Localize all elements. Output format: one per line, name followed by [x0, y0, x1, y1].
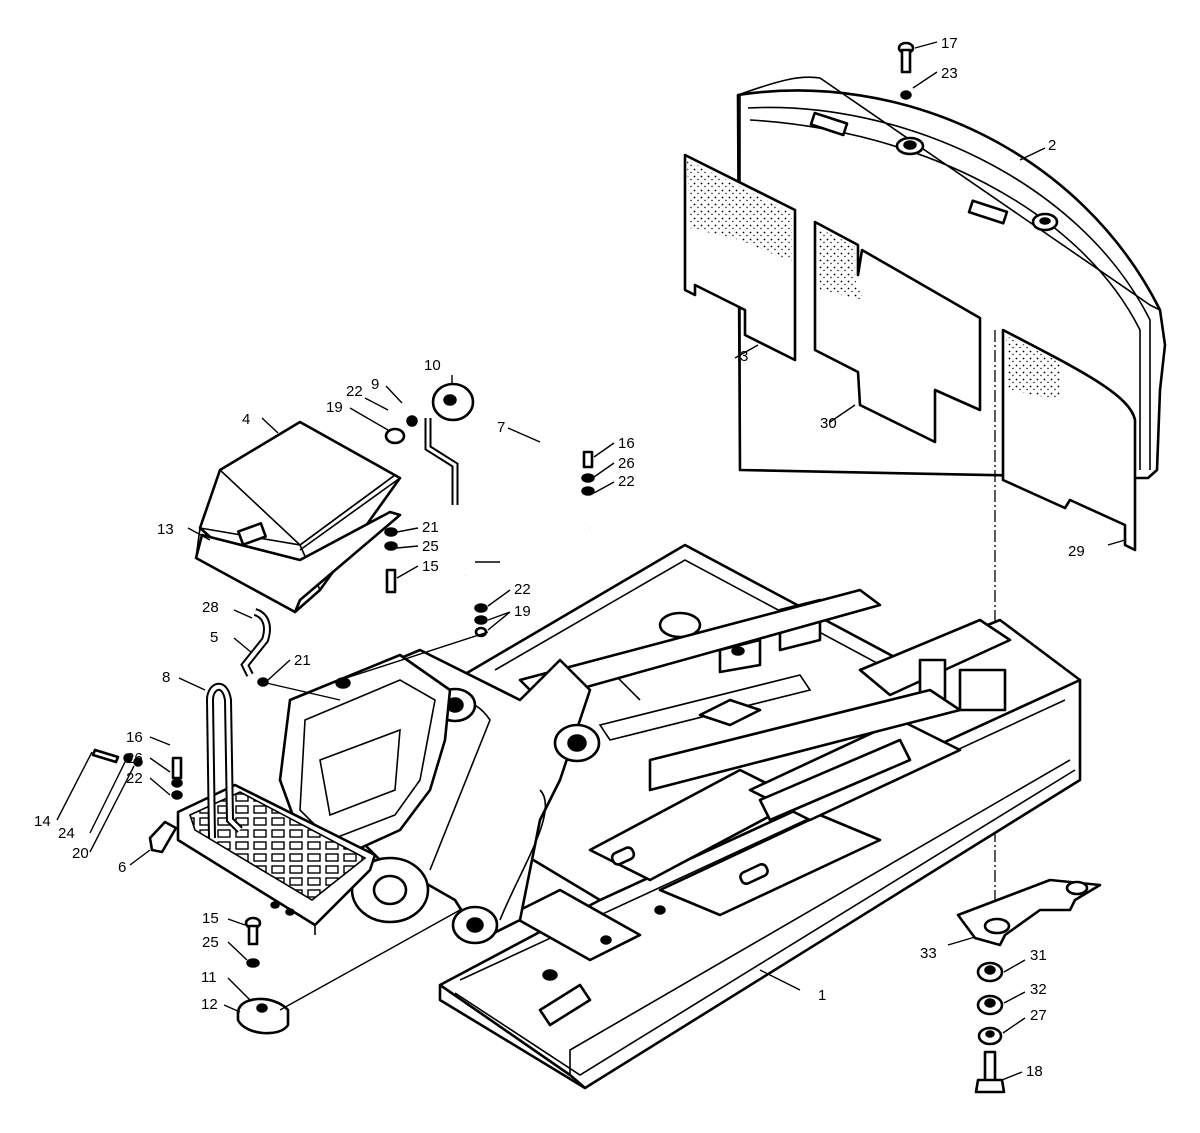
- boom-bracket: [278, 648, 601, 945]
- callout-17: 17: [941, 35, 958, 52]
- bolt-17: [897, 41, 915, 74]
- callout-23: 23: [941, 65, 958, 82]
- pipe-9: [424, 418, 459, 505]
- callout-labels: 1 2 3 4 5 6 7 8 9 10 11 12 13 14 15 15 1…: [34, 35, 1085, 1080]
- callout-20: 20: [72, 845, 89, 862]
- callout-6: 6: [118, 859, 126, 876]
- callout-26b: 26: [126, 750, 143, 767]
- callout-8: 8: [162, 669, 170, 686]
- nut-19: [384, 427, 406, 445]
- callout-27: 27: [1030, 1007, 1047, 1024]
- main-frame: [438, 543, 1082, 1090]
- callout-22d: 22: [126, 770, 143, 787]
- callout-21b: 21: [294, 652, 311, 669]
- callout-24: 24: [58, 825, 75, 842]
- mount-stack: [974, 961, 1006, 1094]
- callout-29: 29: [1068, 543, 1085, 560]
- handrail-8: [205, 682, 243, 839]
- horn-10: [431, 382, 475, 422]
- callout-31: 31: [1030, 947, 1047, 964]
- callout-22a: 22: [346, 383, 363, 400]
- callout-9: 9: [371, 376, 379, 393]
- cap-11-12: [236, 997, 290, 1035]
- battery-box: [278, 653, 452, 857]
- mount-plate-33: [956, 878, 1102, 947]
- plate-6: [148, 820, 178, 854]
- bolt-14: [91, 748, 143, 767]
- callout-30: 30: [820, 415, 837, 432]
- callout-1: 1: [818, 987, 826, 1004]
- gasket: [194, 510, 402, 614]
- callout-14: 14: [34, 813, 51, 830]
- callout-19a: 19: [326, 399, 343, 416]
- side-panel-right: [1001, 328, 1137, 552]
- callout-18: 18: [1026, 1063, 1043, 1080]
- callout-28: 28: [202, 599, 219, 616]
- callout-33: 33: [920, 945, 937, 962]
- callout-16b: 16: [126, 729, 143, 746]
- callout-25a: 25: [422, 538, 439, 555]
- washer-top-23: [900, 90, 912, 100]
- center-panel: [813, 220, 982, 444]
- callout-19b: 19: [514, 603, 531, 620]
- callout-26a: 26: [618, 455, 635, 472]
- bolt-16-lower: [171, 756, 183, 800]
- callout-15a: 15: [422, 558, 439, 575]
- washer-22: [406, 415, 418, 427]
- callout-22b: 22: [618, 473, 635, 490]
- callout-15b: 15: [202, 910, 219, 927]
- callout-11: 11: [201, 969, 217, 986]
- bolt-15-upper: [384, 527, 398, 594]
- bolt-16-upper: [581, 450, 595, 496]
- callout-2: 2: [1048, 137, 1056, 154]
- callout-16a: 16: [618, 435, 635, 452]
- pipe-5: [240, 608, 271, 677]
- callout-12: 12: [201, 996, 218, 1013]
- callout-10: 10: [424, 357, 441, 374]
- callout-4: 4: [242, 411, 250, 428]
- bolt-15-lower: [244, 916, 262, 968]
- callout-3: 3: [740, 348, 748, 365]
- callout-32: 32: [1030, 981, 1047, 998]
- callout-5: 5: [210, 629, 218, 646]
- callout-22c: 22: [514, 581, 531, 598]
- callout-21a: 21: [422, 519, 439, 536]
- callout-7: 7: [497, 419, 505, 436]
- washers-19-22: [474, 603, 488, 638]
- callout-13: 13: [157, 521, 174, 538]
- callout-25b: 25: [202, 934, 219, 951]
- handrail-7: [463, 432, 592, 576]
- leader-lines: [56, 41, 1126, 1081]
- side-panel-left: [683, 153, 797, 362]
